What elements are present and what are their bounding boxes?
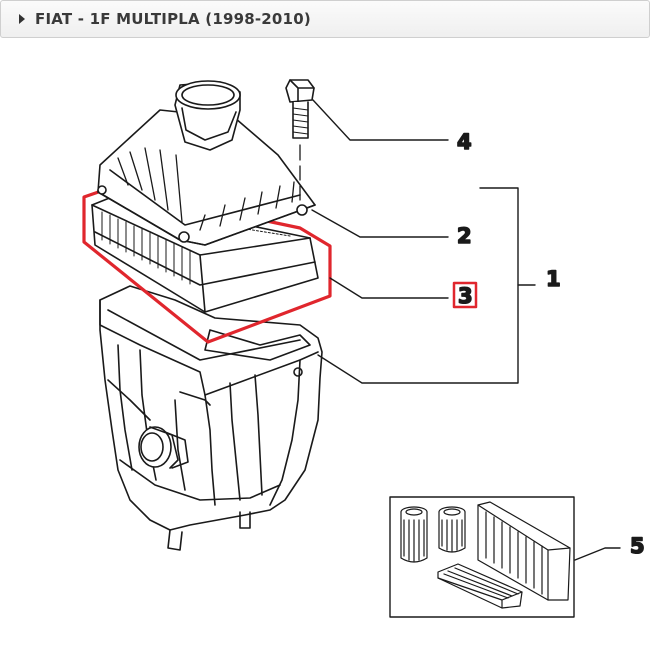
panel-air-filter-icon (477, 501, 571, 601)
bolt-part[interactable] (285, 79, 315, 201)
breadcrumb-header[interactable]: FIAT - 1F MULTIPLA (1998-2010) (0, 0, 650, 38)
callout-3[interactable]: 3 (457, 283, 473, 309)
callout-4[interactable]: 4 (456, 129, 472, 155)
callout-3-highlight-box[interactable] (452, 281, 478, 309)
filter-kit-box[interactable] (389, 496, 575, 618)
callout-5[interactable]: 5 (629, 533, 645, 559)
callout-2[interactable]: 2 (456, 223, 472, 249)
air-box-housing[interactable] (99, 285, 323, 551)
callout-1[interactable]: 1 (545, 266, 561, 292)
parts-diagram: 4 2 3 1 5 (82, 79, 645, 618)
oil-filter-icon (400, 506, 428, 563)
air-box-cover[interactable] (97, 80, 316, 246)
fuel-filter-icon (438, 506, 466, 553)
cabin-filter-icon (437, 563, 523, 609)
leader-lines (311, 99, 621, 561)
expand-arrow-icon[interactable] (19, 14, 25, 24)
vehicle-title: FIAT - 1F MULTIPLA (1998-2010) (35, 10, 311, 28)
